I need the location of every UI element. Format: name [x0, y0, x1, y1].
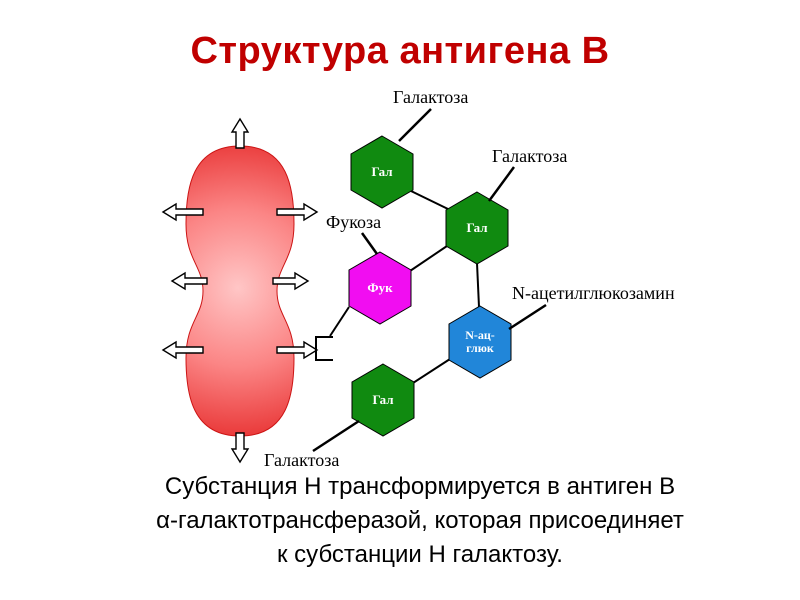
hexagon-n-acetylglucosamine [448, 305, 512, 379]
connector-gal-top-to-gal-mid [410, 190, 449, 210]
hexagon-galactose-mid [445, 191, 509, 265]
caption-line-2: α-галактотрансферазой, которая присоедин… [156, 507, 684, 534]
membrane-spike-arrow-top [230, 117, 250, 149]
pointer-fucose [360, 232, 379, 255]
erythrocyte-body [185, 145, 295, 437]
node-label-fucose: Фук [367, 280, 393, 295]
node-label-nac-line1: N-ац- [465, 328, 495, 342]
connector-nac-to-gal-bottom [412, 358, 451, 384]
node-label-nac-line2: глюк [466, 341, 494, 355]
pointer-n-acetylglucosamine [508, 303, 547, 331]
label-galactose-top: Галактоза [393, 87, 469, 107]
caption: Субстанция Н трансформируется в антиген … [40, 470, 800, 572]
membrane-spike-arrow-left-upper [161, 202, 204, 222]
node-label-galactose-mid: Гал [466, 220, 488, 235]
caption-line-3: к субстанции Н галактозу. [277, 541, 563, 568]
pointer-galactose-right [487, 166, 516, 202]
membrane-spike-arrow-right-upper [276, 202, 319, 222]
label-n-acetylglucosamine: N-ацетилглюкозамин [512, 283, 675, 303]
pointer-galactose-bottom [312, 419, 360, 453]
connector-fuc-to-membrane [329, 306, 350, 337]
hexagon-fucose [348, 251, 412, 325]
antigen-b-diagram: Галактоза Галактоза Фукоза N-ацетилглюко… [161, 87, 675, 470]
slide-title: Структура антигена В [190, 30, 610, 72]
label-galactose-bottom: Галактоза [264, 450, 340, 470]
connector-fuc-to-gal-mid [409, 245, 448, 272]
pointer-galactose-top [398, 108, 432, 142]
node-label-n-acetylglucosamine: N-ац- глюк [465, 329, 495, 355]
connector-gal-mid-to-nac [476, 262, 480, 308]
membrane-spike-arrow-right-middle [272, 271, 310, 291]
diagram-canvas [161, 108, 547, 464]
label-galactose-right: Галактоза [492, 146, 568, 166]
node-label-galactose-top: Гал [371, 164, 393, 179]
membrane-spike-arrow-left-lower [161, 340, 204, 360]
label-fucose: Фукоза [326, 212, 382, 232]
hexagon-galactose-top [350, 135, 414, 209]
membrane-spike-arrow-right-lower [276, 340, 319, 360]
membrane-anchor-bracket [315, 336, 333, 361]
node-label-galactose-bottom: Гал [372, 392, 394, 407]
caption-line-1: Субстанция Н трансформируется в антиген … [164, 473, 676, 500]
membrane-spike-arrow-left-middle [170, 271, 208, 291]
hexagon-galactose-bottom [351, 363, 415, 437]
membrane-spike-arrow-bottom [230, 432, 250, 464]
